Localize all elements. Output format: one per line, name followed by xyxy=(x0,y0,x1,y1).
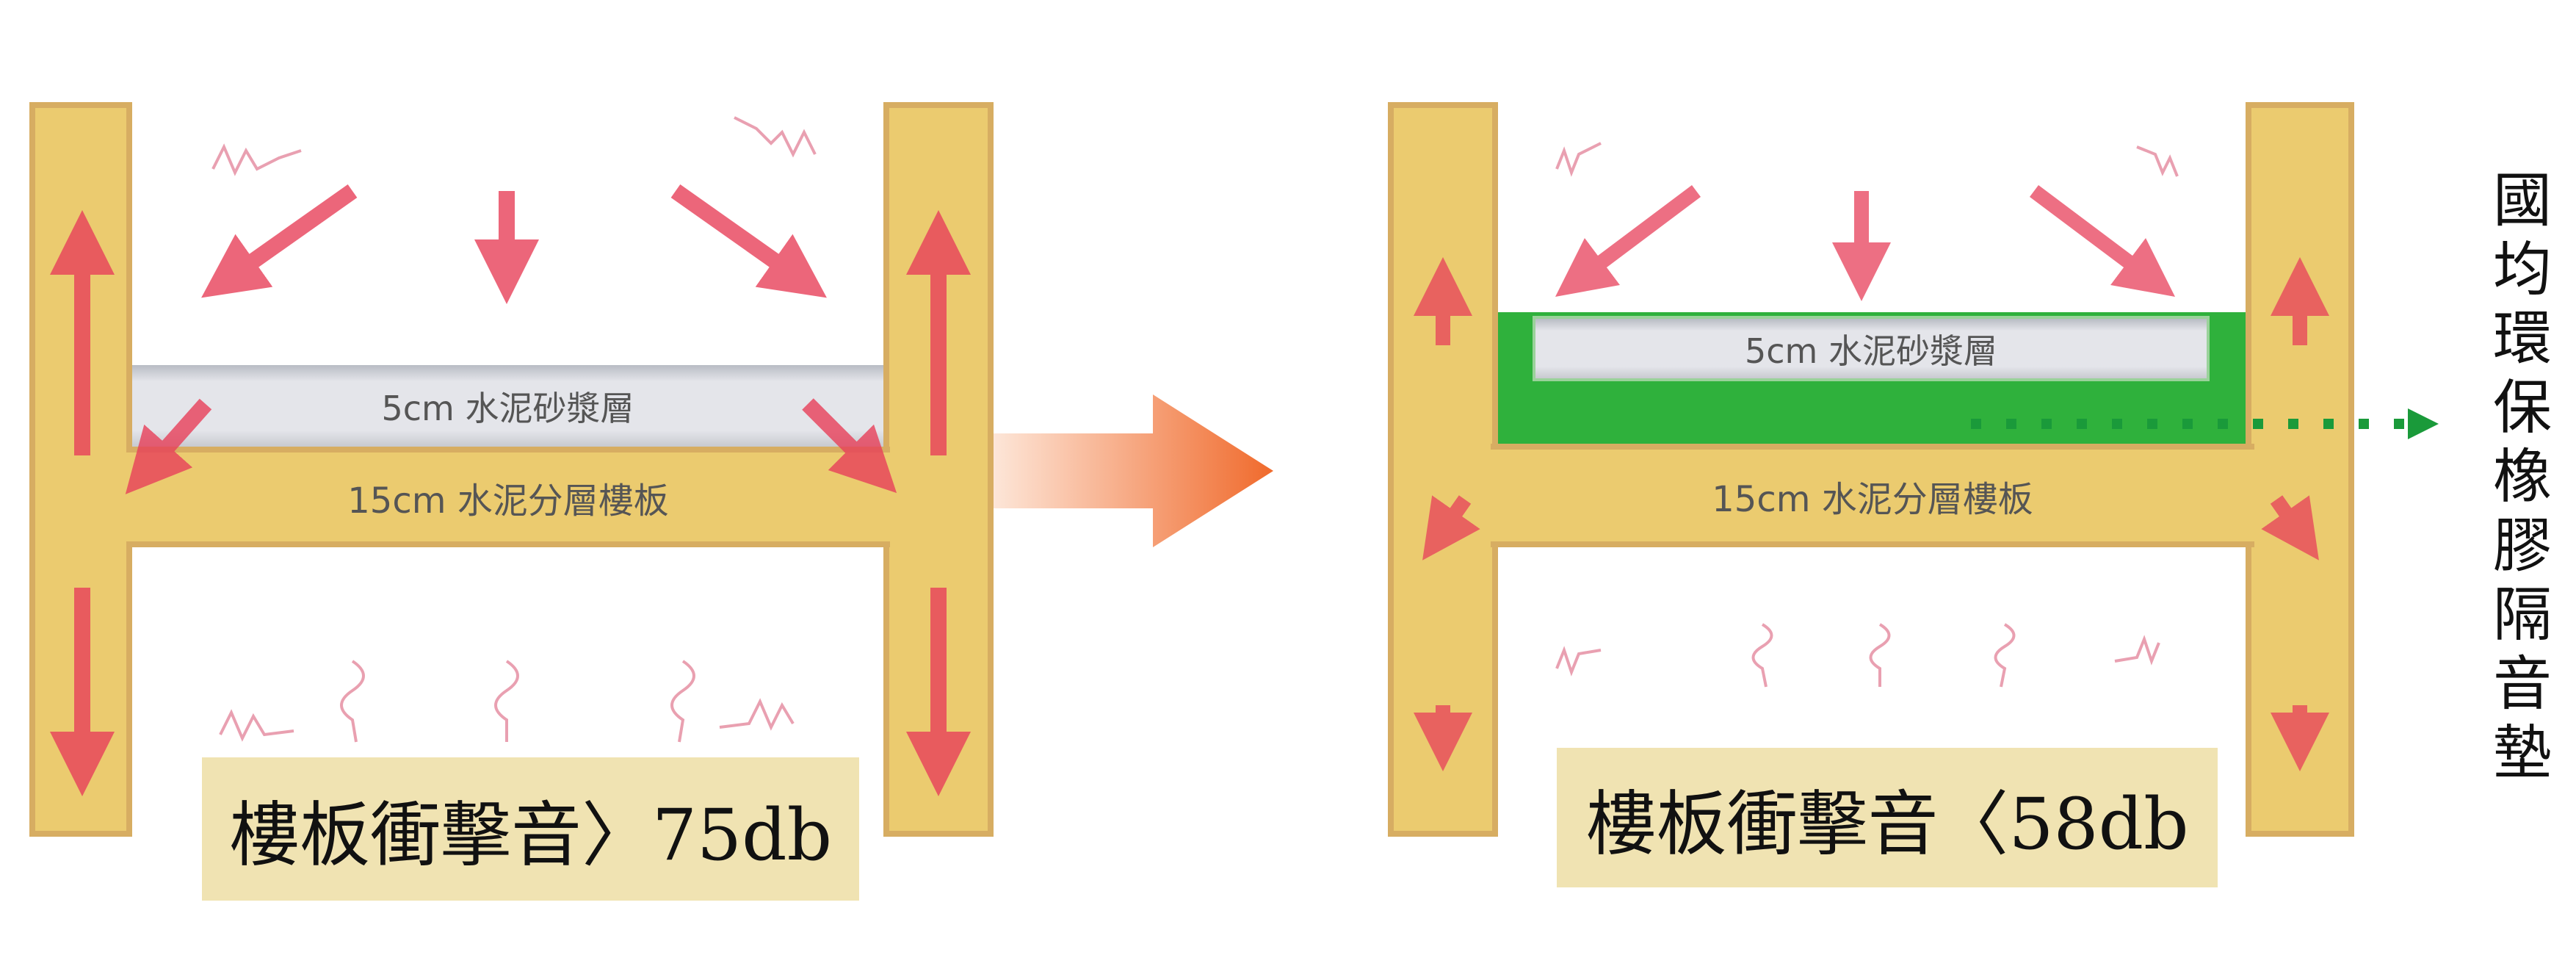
sound-arrows-before xyxy=(50,184,971,796)
arrow-icon xyxy=(670,184,827,298)
rubber-pad-label: 國均環保橡膠隔音墊 xyxy=(2483,169,2552,790)
mortar-label: 5cm 水泥砂漿層 xyxy=(1745,331,1997,371)
impact-noise-text: 樓板衝擊音〉75db xyxy=(228,794,833,876)
impact-noise-label-before: 樓板衝擊音〉75db xyxy=(202,757,859,901)
sound-wave-icons xyxy=(211,116,2179,743)
arrow-icon xyxy=(1422,495,1480,561)
arrow-icon xyxy=(201,184,358,298)
arrow-icon xyxy=(2261,495,2319,561)
arrow-icon xyxy=(1555,185,1701,297)
impact-noise-label-after: 樓板衝擊音〈58db xyxy=(1557,748,2218,887)
impact-noise-text: 樓板衝擊音〈58db xyxy=(1585,782,2189,865)
sound-arrows-after xyxy=(1414,185,2329,771)
mortar-label: 5cm 水泥砂漿層 xyxy=(381,388,634,428)
floor-slab-before: 15cm 水泥分層樓板 xyxy=(126,447,890,547)
transition-arrow-icon xyxy=(994,394,1273,547)
mortar-layer-after: 5cm 水泥砂漿層 xyxy=(1533,316,2210,381)
mortar-layer-before: 5cm 水泥砂漿層 xyxy=(132,365,883,447)
floor-slab-after: 15cm 水泥分層樓板 xyxy=(1491,444,2254,547)
slab-label: 15cm 水泥分層樓板 xyxy=(1712,478,2033,520)
slab-label: 15cm 水泥分層樓板 xyxy=(347,480,669,522)
arrow-icon xyxy=(802,398,897,494)
arrow-icon xyxy=(2030,185,2175,297)
arrow-icon xyxy=(125,398,212,494)
